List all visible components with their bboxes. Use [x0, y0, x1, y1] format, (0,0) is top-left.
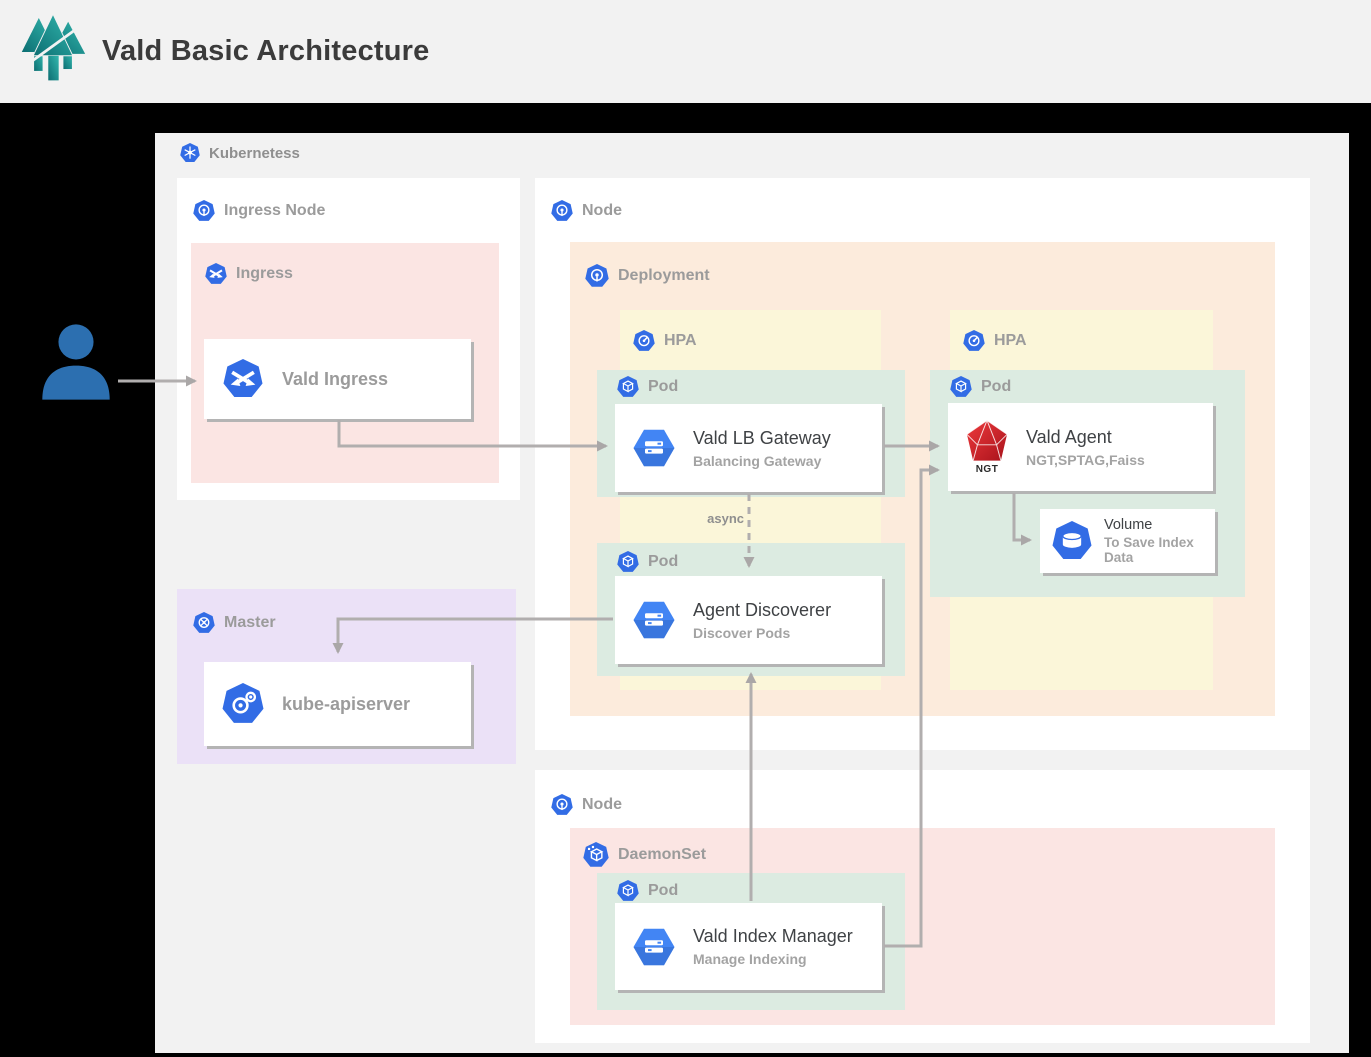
hpa-left-label-row: HPA [633, 330, 697, 352]
volume-icon [1040, 521, 1104, 561]
hexagon-service-icon [615, 427, 693, 469]
agent-discoverer-subtitle: Discover Pods [693, 624, 791, 641]
ingress-label: Ingress [236, 265, 293, 282]
kube-apiserver-title: kube-apiserver [282, 693, 411, 714]
node-bottom-label: Node [582, 796, 622, 813]
pod-agent-label-row: Pod [950, 376, 1011, 398]
master-region: Master kube-apiserver [177, 589, 516, 764]
pod-gateway-label-row: Pod [617, 376, 678, 398]
node-icon [193, 200, 215, 222]
vald-agent-title: Vald Agent [1026, 426, 1112, 447]
ingress-node-region: Ingress Node Ingress Vald Ingress [177, 178, 520, 500]
volume-box: Volume To Save Index Data [1040, 509, 1215, 573]
kubernetes-label-row: Kubernetess [180, 143, 300, 163]
page-title: Vald Basic Architecture [102, 35, 430, 67]
vald-agent-subtitle: NGT,SPTAG,Faiss [1026, 451, 1145, 468]
hexagon-service-icon [615, 926, 693, 968]
node-top-region: Node Deployment HPA HPA [535, 178, 1310, 750]
vald-trees-logo [18, 11, 88, 93]
vald-index-manager-box: Vald Index Manager Manage Indexing [615, 903, 882, 990]
daemonset-label: DaemonSet [618, 846, 707, 863]
node-top-label: Node [582, 202, 622, 219]
deployment-region: Deployment HPA HPA Pod [570, 242, 1275, 716]
kubernetes-label: Kubernetess [209, 144, 300, 162]
vald-index-manager-subtitle: Manage Indexing [693, 951, 807, 967]
ingress-label-row: Ingress [205, 263, 293, 285]
ingress-icon [205, 263, 227, 285]
vald-ingress-box: Vald Ingress [204, 339, 471, 419]
node-top-label-row: Node [551, 200, 622, 222]
volume-title: Volume [1104, 517, 1153, 533]
pod-index-manager-label-row: Pod [617, 880, 678, 902]
pod-agent-label: Pod [981, 378, 1012, 395]
agent-discoverer-box: Agent Discoverer Discover Pods [615, 576, 882, 664]
ngt-icon-caption: NGT [975, 464, 999, 475]
vald-lb-gateway-subtitle: Balancing Gateway [693, 452, 822, 469]
vald-lb-gateway-box: Vald LB Gateway Balancing Gateway [615, 404, 882, 492]
node-bottom-label-row: Node [551, 794, 622, 816]
vald-agent-box: NGT Vald Agent NGT,SPTAG,Faiss [948, 403, 1213, 491]
master-label: Master [224, 614, 276, 631]
kubernetes-container: Kubernetess Ingress Node Ingress Vald In… [155, 133, 1349, 1053]
pod-icon [617, 551, 639, 573]
hpa-icon [963, 330, 985, 352]
pod-icon [617, 376, 639, 398]
daemonset-region: DaemonSet Pod Vald Index Manager Manage … [570, 828, 1275, 1025]
pod-discoverer-label-row: Pod [617, 551, 678, 573]
daemonset-label-row: DaemonSet [583, 842, 706, 868]
api-server-icon [204, 683, 282, 725]
pod-index-manager-label: Pod [648, 882, 679, 899]
ingress-node-label-row: Ingress Node [193, 200, 325, 222]
pod-discoverer-label: Pod [648, 553, 679, 570]
person-icon [33, 316, 119, 408]
node-icon [551, 794, 573, 816]
hpa-right-label-row: HPA [963, 330, 1027, 352]
node-icon [551, 200, 573, 222]
hexagon-service-icon [615, 599, 693, 641]
pod-gateway-label: Pod [648, 378, 679, 395]
async-arrow-label: async [707, 511, 744, 526]
volume-subtitle: To Save Index Data [1104, 535, 1194, 565]
hpa-right-label: HPA [994, 332, 1027, 349]
hpa-icon [633, 330, 655, 352]
kubernetes-wheel-icon [180, 143, 200, 163]
controller-manager-icon [193, 612, 215, 634]
kube-apiserver-box: kube-apiserver [204, 662, 471, 746]
node-bottom-region: Node DaemonSet Pod Vald Index Manager [535, 770, 1310, 1043]
pod-icon [617, 880, 639, 902]
deployment-label: Deployment [618, 267, 710, 284]
vald-index-manager-title: Vald Index Manager [693, 926, 853, 946]
ingress-node-label: Ingress Node [224, 202, 326, 219]
pod-icon [950, 376, 972, 398]
agent-discoverer-title: Agent Discoverer [693, 599, 832, 620]
pod-index-manager-region: Pod Vald Index Manager Manage Indexing [597, 873, 905, 1010]
deployment-icon [585, 264, 609, 288]
pod-agent-region: Pod NGT Vald Agent NGT,SPTAG,Faiss [930, 370, 1245, 597]
vald-ingress-title: Vald Ingress [282, 368, 389, 389]
daemonset-icon [583, 842, 609, 868]
ngt-gem-icon: NGT [948, 419, 1026, 475]
pod-gateway-region: Pod Vald LB Gateway Balancing Gateway [597, 370, 905, 497]
deployment-label-row: Deployment [585, 264, 710, 288]
ingress-icon [204, 359, 282, 399]
page-header: Vald Basic Architecture [0, 0, 1371, 103]
ingress-region: Ingress Vald Ingress [191, 243, 499, 483]
vald-lb-gateway-title: Vald LB Gateway [693, 427, 831, 448]
master-label-row: Master [193, 612, 276, 634]
pod-discoverer-region: Pod Agent Discoverer Discover Pods [597, 543, 905, 676]
hpa-left-label: HPA [664, 332, 697, 349]
